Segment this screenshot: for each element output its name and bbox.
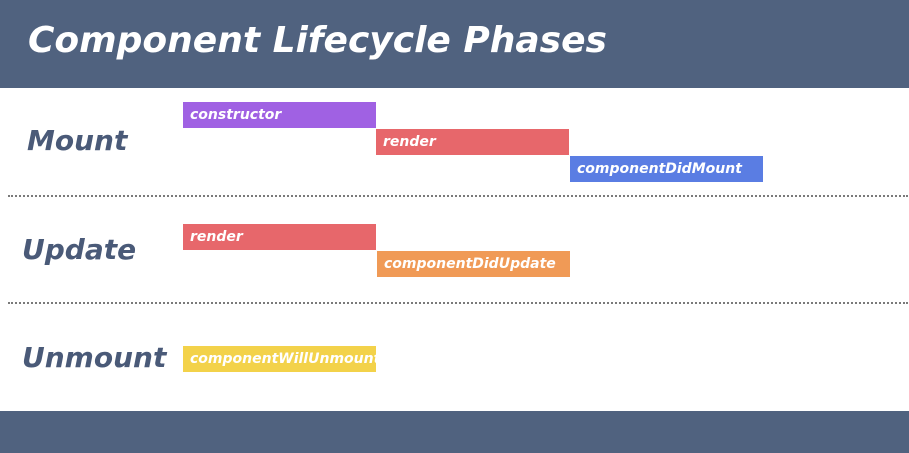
footer-bar (0, 411, 909, 453)
header-banner: Component Lifecycle Phases (0, 0, 909, 88)
step-componentdidmount: componentDidMount (570, 156, 763, 182)
phase-divider (8, 195, 908, 197)
step-componentdidupdate: componentDidUpdate (377, 251, 570, 277)
step-render-update: render (183, 224, 376, 250)
phase-divider (8, 302, 908, 304)
phase-label-unmount: Unmount (22, 341, 167, 374)
step-constructor: constructor (183, 102, 376, 128)
step-componentwillunmount: componentWillUnmount (183, 346, 376, 372)
diagram-title: Component Lifecycle Phases (28, 20, 607, 61)
phase-label-mount: Mount (27, 124, 128, 157)
step-render-mount: render (376, 129, 569, 155)
phase-label-update: Update (22, 233, 137, 266)
